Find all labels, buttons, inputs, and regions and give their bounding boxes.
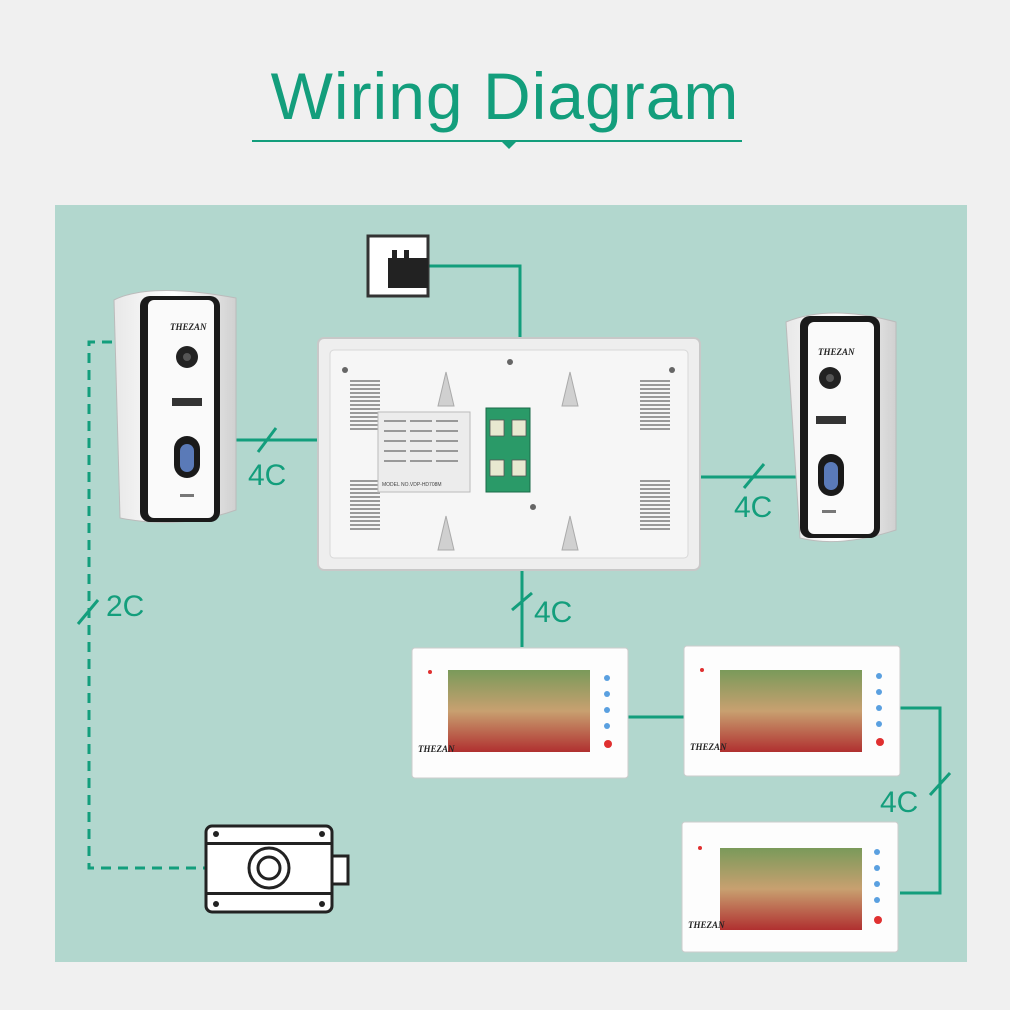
rear-model-label: MODEL NO.VDP-HD708M: [382, 482, 442, 488]
camera-lens-icon: [176, 346, 198, 368]
monitor-screen: [448, 670, 590, 752]
wire-label-monitor-chain: 4C: [880, 786, 918, 819]
wire-ticks: [76, 427, 952, 797]
wire-label-lock: 2C: [106, 590, 144, 623]
monitor-screen: [720, 848, 862, 930]
monitor-rear-panel: MODEL NO.VDP-HD708M: [317, 337, 701, 571]
fingerprint-button-icon[interactable]: [818, 454, 844, 496]
wire-label-door-right: 4C: [734, 491, 772, 524]
monitor-screen: [720, 670, 862, 752]
vent-grille: [640, 480, 670, 530]
power-outlet-icon: [366, 234, 430, 298]
camera-lens-icon: [819, 367, 841, 389]
mount-hook: [437, 515, 455, 551]
title-underline: [252, 140, 742, 142]
door-station-right: THEZAN: [785, 312, 897, 543]
door-station-brand: THEZAN: [170, 322, 207, 332]
mount-hook: [437, 371, 455, 407]
door-station-brand: THEZAN: [818, 347, 855, 357]
electric-lock-icon: [204, 824, 350, 914]
vent-grille: [640, 380, 670, 430]
monitor-brand: THEZAN: [418, 744, 455, 754]
monitor-brand: THEZAN: [688, 920, 725, 930]
mount-hook: [561, 371, 579, 407]
wire-label-monitor-down: 4C: [534, 596, 572, 629]
monitor-brand: THEZAN: [690, 742, 727, 752]
indoor-monitor: THEZAN: [681, 821, 899, 953]
vent-grille: [350, 480, 380, 530]
indoor-monitor: THEZAN: [683, 645, 901, 777]
mount-hook: [561, 515, 579, 551]
page-title: Wiring Diagram: [270, 59, 740, 133]
door-station-left: THEZAN: [113, 290, 237, 523]
title-underline-notch: [500, 140, 518, 149]
wire-label-door-left: 4C: [248, 459, 286, 492]
fingerprint-button-icon[interactable]: [174, 436, 200, 478]
wire-monitor-chain: [900, 706, 942, 895]
indoor-monitor: THEZAN: [411, 647, 629, 779]
vent-grille: [350, 380, 380, 430]
